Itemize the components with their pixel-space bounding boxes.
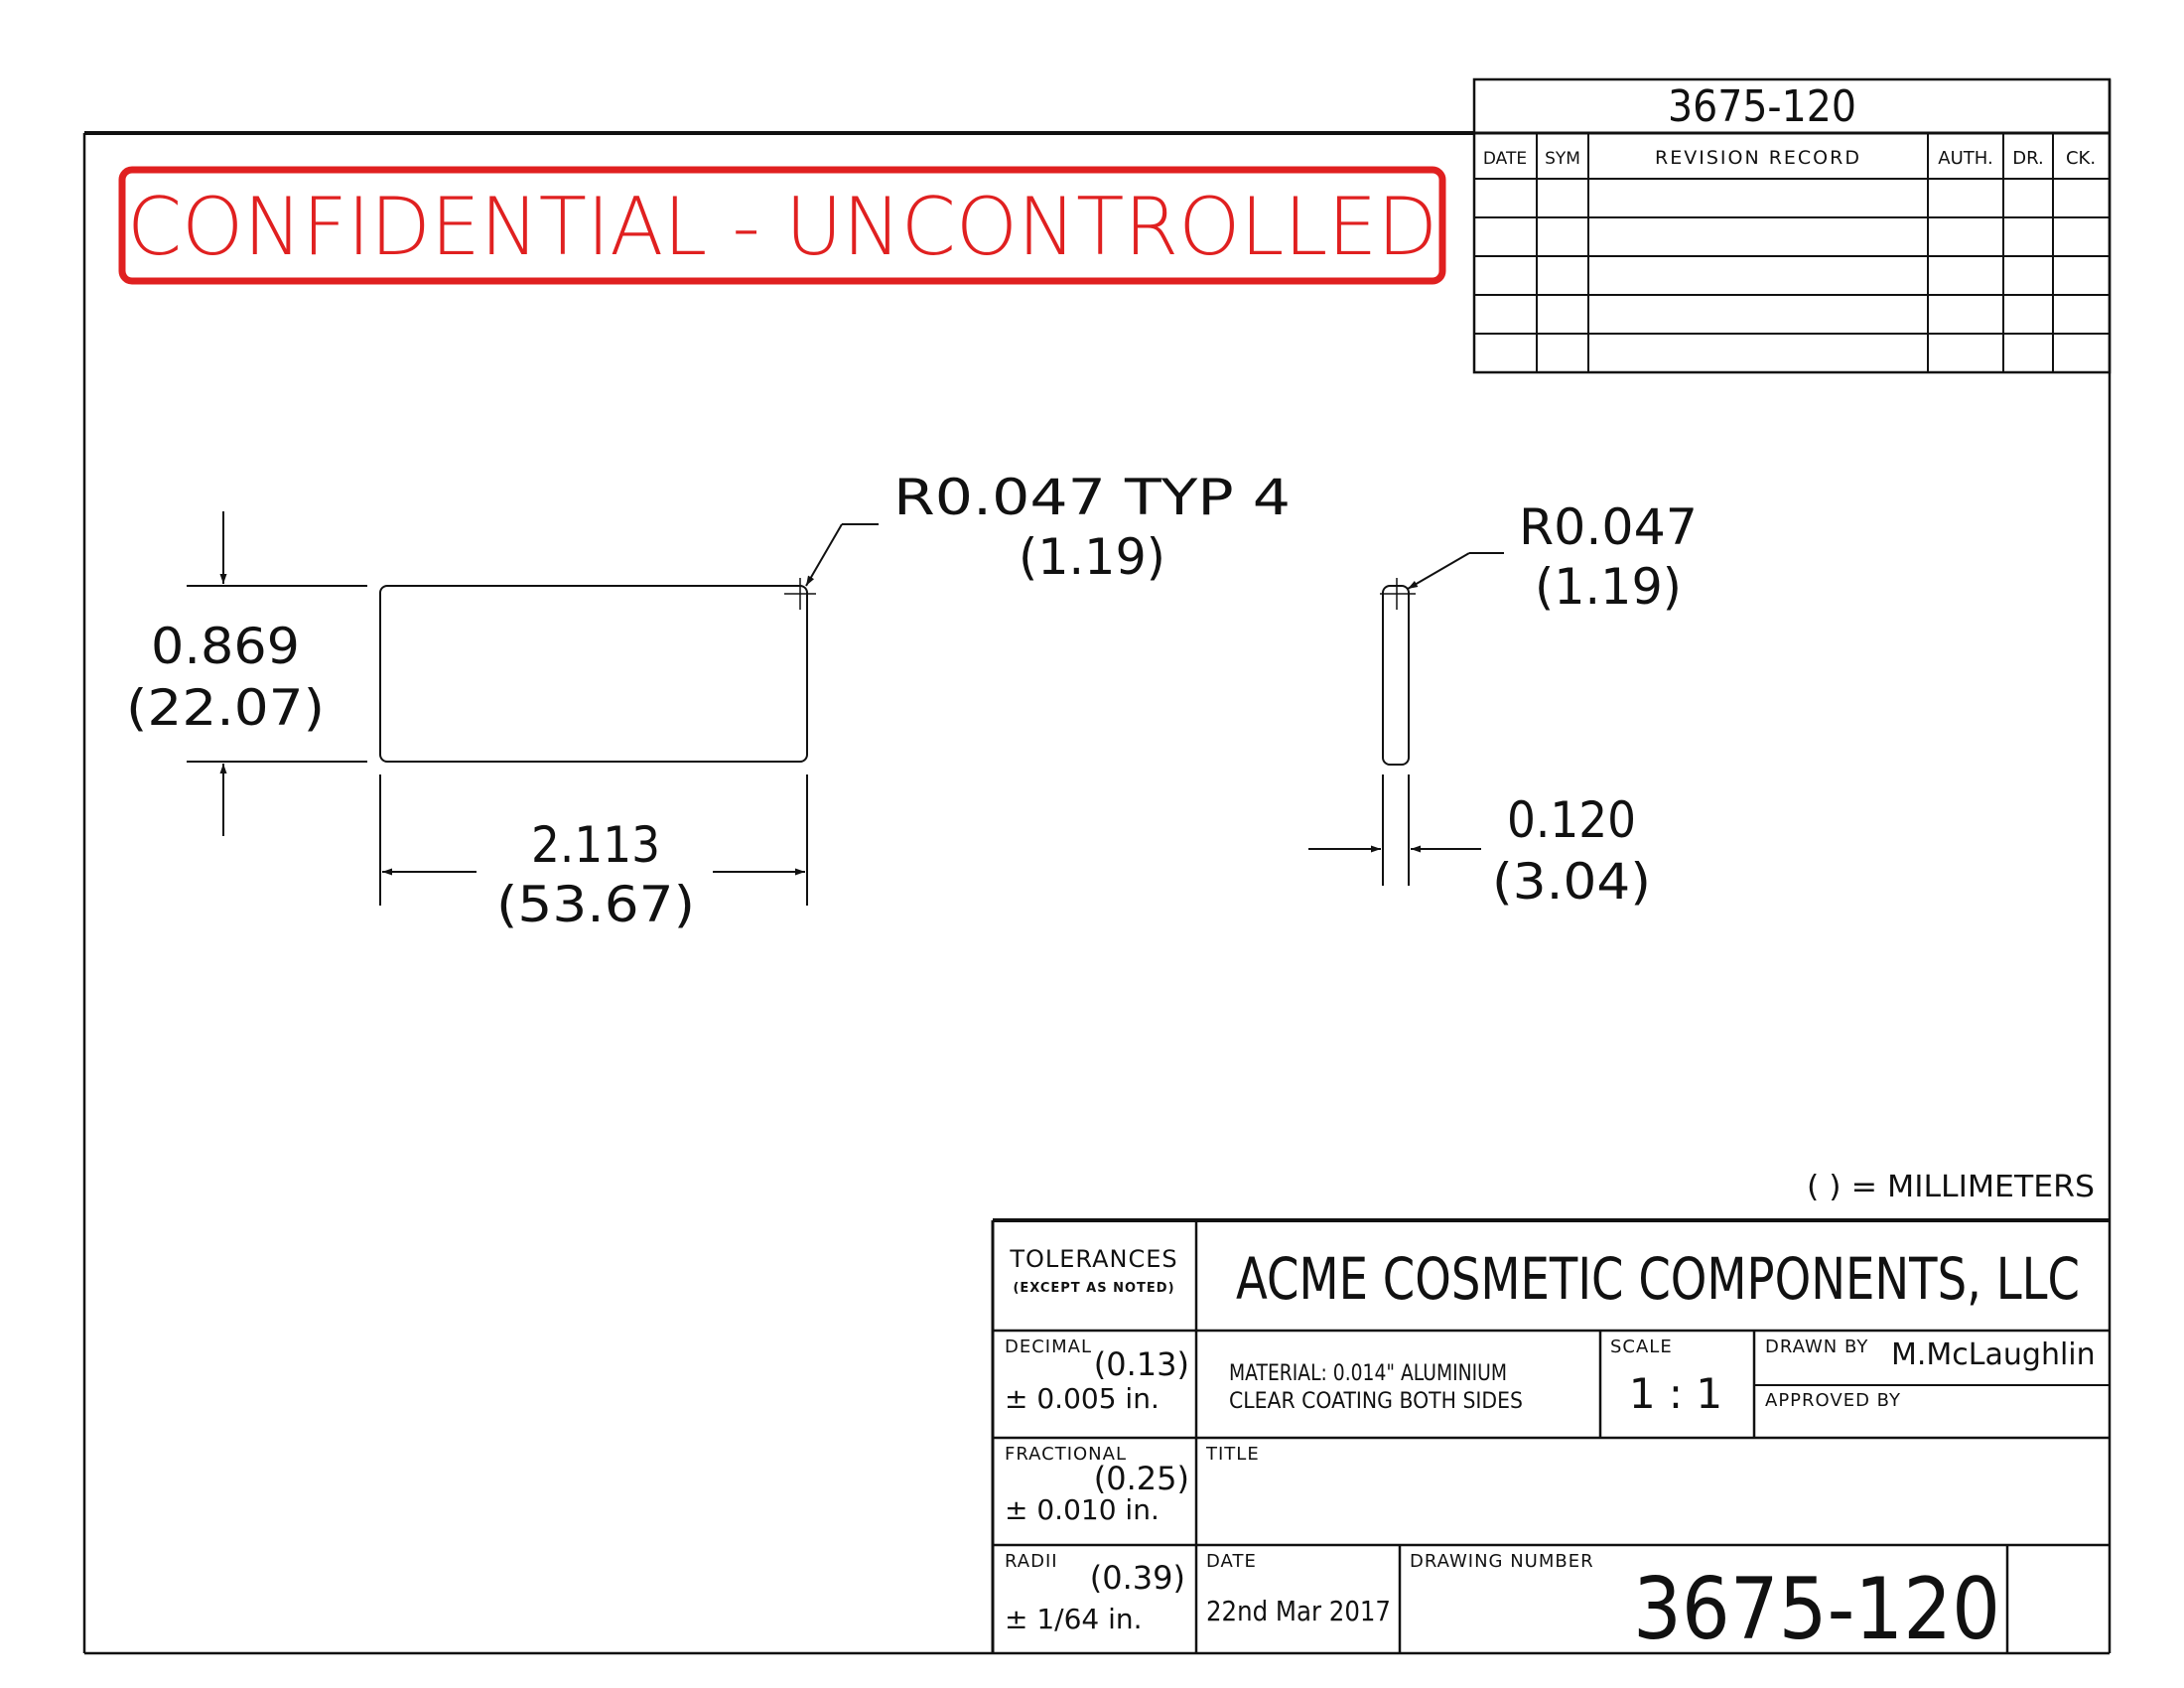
tolerances-label: TOLERANCES [1009, 1245, 1177, 1273]
part-front-view [379, 578, 816, 763]
radius-typ-mm: (1.19) [1019, 528, 1165, 586]
scale-label: SCALE [1610, 1336, 1673, 1357]
drawn-by-value: M.McLaughlin [1891, 1337, 2096, 1372]
confidential-stamp-text: CONFIDENTIAL - UNCONTROLLED [127, 181, 1437, 273]
fractional-mm: (0.25) [1094, 1460, 1189, 1497]
revision-header-record: REVISION RECORD [1655, 147, 1861, 169]
part-side-view [1380, 578, 1416, 766]
radius-edge-inch: R0.047 [1519, 498, 1698, 556]
radii-value: ± 1/64 in. [1005, 1603, 1143, 1635]
drawing-number-value: 3675-120 [1633, 1560, 2000, 1659]
decimal-label: DECIMAL [1005, 1336, 1092, 1357]
height-dimension [187, 511, 367, 836]
drawing-number-label: DRAWING NUMBER [1410, 1551, 1594, 1572]
revision-header-sym: SYM [1545, 149, 1580, 169]
revision-part-number: 3675-120 [1668, 81, 1856, 132]
tolerances-sublabel: (EXCEPT AS NOTED) [1013, 1281, 1174, 1296]
approved-by-label: APPROVED BY [1765, 1390, 1901, 1411]
radii-mm: (0.39) [1090, 1559, 1185, 1597]
fractional-value: ± 0.010 in. [1005, 1493, 1160, 1526]
material-line-2: CLEAR COATING BOTH SIDES [1229, 1389, 1523, 1414]
thickness-dim-mm: (3.04) [1492, 853, 1651, 911]
units-note: ( ) = MILLIMETERS [1807, 1170, 2095, 1204]
radius-edge-mm: (1.19) [1535, 558, 1682, 616]
width-dim-mm: (53.67) [496, 876, 695, 933]
title-block: TOLERANCES (EXCEPT AS NOTED) ACME COSMET… [991, 1218, 2110, 1659]
radius-typ-leader [805, 523, 879, 587]
thickness-dim-inch: 0.120 [1507, 791, 1636, 849]
material-line-1: MATERIAL: 0.014" ALUMINIUM [1229, 1361, 1507, 1386]
revision-block: 3675-120 DATE SYM REVISION RECORD AUTH. … [1472, 77, 2112, 374]
height-dim-inch: 0.869 [151, 618, 300, 675]
date-label: DATE [1206, 1551, 1257, 1572]
thickness-dimension [1308, 774, 1481, 886]
revision-header-auth: AUTH. [1938, 148, 1992, 169]
revision-header-dr: DR. [2012, 148, 2043, 169]
decimal-value: ± 0.005 in. [1005, 1382, 1160, 1415]
height-dim-mm: (22.07) [126, 679, 325, 737]
fractional-label: FRACTIONAL [1005, 1444, 1127, 1465]
radius-edge-leader [1407, 552, 1504, 590]
company-name: ACME COSMETIC COMPONENTS, LLC [1236, 1245, 2080, 1313]
width-dim-inch: 2.113 [531, 816, 660, 874]
radii-label: RADII [1005, 1551, 1058, 1572]
radius-typ-inch: R0.047 TYP 4 [893, 469, 1291, 526]
title-label: TITLE [1205, 1444, 1260, 1465]
date-value: 22nd Mar 2017 [1206, 1595, 1391, 1627]
drawing-border [82, 79, 2112, 1655]
confidential-stamp: CONFIDENTIAL - UNCONTROLLED [118, 166, 1446, 285]
revision-header-ck: CK. [2066, 148, 2096, 169]
drawn-by-label: DRAWN BY [1765, 1336, 1868, 1357]
revision-header-date: DATE [1483, 149, 1527, 169]
decimal-mm: (0.13) [1094, 1345, 1189, 1383]
scale-value: 1 : 1 [1629, 1369, 1722, 1418]
width-dimension [379, 774, 808, 906]
